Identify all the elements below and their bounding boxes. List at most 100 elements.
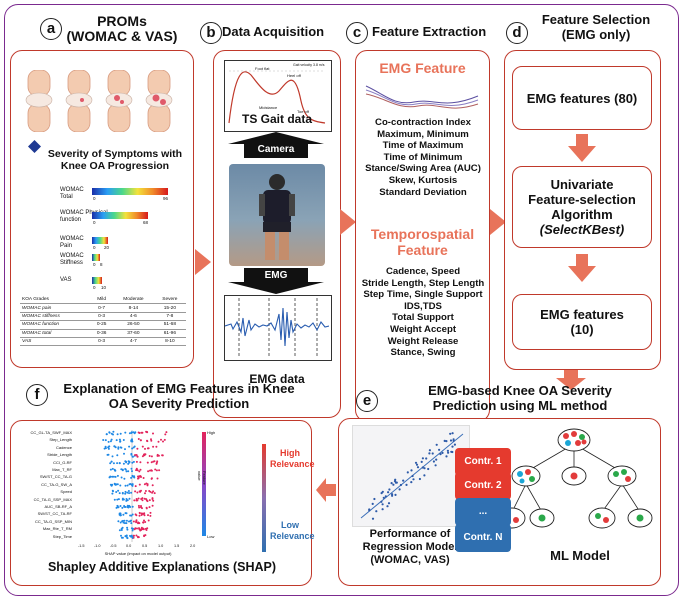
scatter-point (392, 483, 395, 486)
shap-point (128, 445, 131, 448)
shap-point (130, 452, 133, 455)
shap-point (121, 536, 124, 539)
scatter-point (402, 479, 405, 482)
table-cell: 0-3 (90, 312, 114, 322)
shap-point (127, 506, 130, 509)
shap-point (121, 520, 124, 523)
scatter-point (449, 439, 453, 442)
scatter-point (451, 450, 454, 454)
shap-point (124, 492, 127, 495)
scatter-point (452, 439, 455, 442)
shap-point (156, 477, 159, 480)
scatter-point (398, 488, 401, 491)
scale-label-vas: VAS (60, 277, 72, 283)
shap-point (141, 431, 144, 434)
shap-point (153, 492, 156, 495)
shap-point (114, 475, 117, 478)
shap-point (122, 513, 125, 516)
shap-point (116, 474, 119, 477)
shap-point (143, 483, 146, 486)
shap-xtick: 0.0 (126, 544, 132, 548)
shap-point (108, 445, 111, 448)
shap-point (115, 439, 118, 442)
shap-point (162, 440, 164, 443)
shap-point (112, 462, 115, 465)
shap-point (135, 534, 138, 537)
table-cell: 7-8 (153, 312, 186, 322)
ml-model-caption: ML Model (550, 548, 610, 563)
panel-b-title: Data Acquisition (222, 24, 325, 39)
shap-point (120, 527, 123, 530)
shap-feature-label: Step_Length (49, 437, 72, 443)
shap-point (151, 491, 154, 494)
table-cell: 4-6 (113, 312, 154, 322)
gait-annotation: Midstance (259, 105, 278, 110)
shap-point (116, 433, 119, 436)
shap-point (152, 490, 155, 493)
emg-feature-item: Stance/Swing Area (AUC) (365, 163, 481, 175)
tick-min: 0 (93, 196, 96, 201)
emg-arrow-icon (228, 268, 324, 294)
contr-ellipsis-box: ... (455, 498, 511, 526)
shap-point (123, 505, 126, 508)
shap-point (134, 485, 137, 488)
shap-point (149, 511, 152, 514)
shap-point (136, 447, 139, 450)
shap-point (134, 490, 137, 493)
shap-point (132, 534, 135, 537)
shap-point (114, 483, 117, 486)
shap-point (116, 462, 119, 465)
shap-point (130, 476, 133, 479)
shap-feature-label: CC_GL-TA_SWF_MAX (30, 430, 73, 435)
scatter-point (445, 440, 448, 443)
gait-annotation: Toe off (297, 109, 309, 114)
scatter-point (399, 483, 402, 487)
table-cell: 8-10 (153, 337, 186, 347)
colorbar-womac-pain (92, 237, 108, 244)
shap-point (111, 455, 114, 458)
shap-xtick: 2.0 (190, 544, 196, 548)
shap-point (140, 476, 142, 478)
shap-point (125, 534, 128, 537)
shap-point (152, 445, 155, 448)
tick-max: 10 (101, 285, 107, 290)
ts-feature-item: Stride Length, Step Length (361, 277, 485, 289)
shap-point (140, 498, 143, 500)
emg-features-80-box: EMG features (80) (512, 66, 652, 130)
emg-feature-item: Time of Minimum (383, 151, 463, 163)
shap-point (136, 527, 138, 530)
shap-point (134, 513, 137, 516)
shap-feature-label: CC_TA-G_SSP_MAX (33, 496, 72, 502)
shap-point (110, 432, 113, 435)
scatter-point (410, 481, 413, 484)
scatter-point (445, 455, 448, 458)
shap-point (145, 482, 148, 485)
shap-feature-label: SW/ST_CC_TA-G (39, 474, 72, 480)
scatter-point (368, 509, 371, 512)
shap-feature-label: Cadence (55, 444, 72, 450)
tick-min: 0 (93, 245, 96, 250)
shap-point (116, 504, 119, 507)
shap-point (118, 462, 121, 464)
emg-feature-heading: EMG Feature (379, 60, 466, 76)
shap-point (125, 470, 128, 473)
shap-point (127, 462, 130, 465)
tick-max: 8 (100, 262, 103, 267)
arrow-b-to-c-icon (340, 209, 356, 235)
scatter-point (428, 452, 431, 455)
panel-f-letter: f (26, 384, 48, 406)
shap-point (144, 490, 147, 492)
scatter-point (416, 466, 420, 469)
shap-point (135, 520, 138, 523)
scale-label-womac-total: WOMAC Total (60, 187, 84, 200)
scatter-point (406, 471, 409, 474)
scatter-point (451, 445, 454, 448)
shap-point (130, 522, 133, 525)
shap-point (110, 460, 113, 463)
shap-point (152, 499, 155, 502)
shap-point (134, 431, 137, 434)
shap-point (137, 521, 140, 524)
